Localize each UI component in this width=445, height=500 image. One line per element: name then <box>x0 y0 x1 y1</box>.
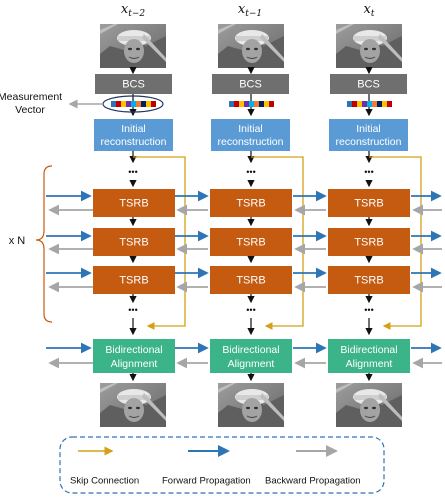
propagation-arrows <box>46 190 442 369</box>
tsrb-block: TSRB <box>93 266 175 294</box>
output-frame-2 <box>217 382 285 428</box>
vertical-flow <box>129 67 373 382</box>
output-frame-1 <box>99 382 167 428</box>
ellipsis-bottom-2: ••• <box>246 305 255 315</box>
svg-text:Alignment: Alignment <box>346 358 393 370</box>
svg-text:reconstruction: reconstruction <box>336 136 402 148</box>
legend-backward-label: Backward Propagation <box>265 476 361 487</box>
output-frame-3 <box>335 382 403 428</box>
svg-text:TSRB: TSRB <box>119 274 148 286</box>
repeat-label: x N <box>9 235 26 247</box>
bcs-block-3: BCS <box>330 74 407 94</box>
ellipsis-bottom-3: ••• <box>364 305 373 315</box>
svg-text:Initial: Initial <box>356 123 381 135</box>
svg-text:Alignment: Alignment <box>111 358 158 370</box>
tsrb-block: TSRB <box>328 228 410 256</box>
tsrb-block: TSRB <box>328 266 410 294</box>
tsrb-block: TSRB <box>93 228 175 256</box>
column-title-t-minus-1: xt−1 <box>238 2 262 19</box>
bcs-label: BCS <box>122 78 145 90</box>
measurement-vector-1 <box>111 101 156 107</box>
alignment-block-2: Bidirectional Alignment <box>210 339 292 373</box>
svg-text:TSRB: TSRB <box>236 236 265 248</box>
alignment-block-3: Bidirectional Alignment <box>328 339 410 373</box>
svg-text:Initial: Initial <box>121 123 146 135</box>
svg-text:TSRB: TSRB <box>354 197 383 209</box>
ellipsis-bottom-1: ••• <box>128 305 137 315</box>
bcs-block-1: BCS <box>95 74 172 94</box>
column-title-t: xt <box>364 2 375 19</box>
input-frame-1 <box>99 23 167 69</box>
ellipsis-top-3: ••• <box>364 167 373 177</box>
tsrb-block: TSRB <box>93 189 175 217</box>
svg-text:TSRB: TSRB <box>354 274 383 286</box>
ellipsis-top-1: ••• <box>128 167 137 177</box>
repeat-bracket <box>35 165 53 323</box>
svg-text:TSRB: TSRB <box>236 274 265 286</box>
initial-reconstruction-block-1: Initial reconstruction <box>94 119 173 151</box>
svg-text:TSRB: TSRB <box>119 197 148 209</box>
tsrb-block: TSRB <box>210 266 292 294</box>
measurement-vector-3 <box>347 101 392 107</box>
skip-connections <box>133 156 422 330</box>
legend-skip-label: Skip Connection <box>70 476 139 487</box>
svg-text:Bidirectional: Bidirectional <box>105 344 162 356</box>
measurement-label-line2: Vector <box>15 104 45 116</box>
svg-text:Bidirectional: Bidirectional <box>340 344 397 356</box>
initial-reconstruction-block-2: Initial reconstruction <box>211 119 290 151</box>
svg-text:reconstruction: reconstruction <box>101 136 167 148</box>
svg-text:Initial: Initial <box>238 123 263 135</box>
measurement-vector-2 <box>229 101 274 107</box>
bcs-block-2: BCS <box>212 74 289 94</box>
bcs-label: BCS <box>239 78 262 90</box>
tsrb-block: TSRB <box>328 189 410 217</box>
svg-text:Bidirectional: Bidirectional <box>222 344 279 356</box>
svg-text:TSRB: TSRB <box>236 197 265 209</box>
input-frame-3 <box>335 23 403 69</box>
svg-text:reconstruction: reconstruction <box>218 136 284 148</box>
initial-reconstruction-block-3: Initial reconstruction <box>329 119 408 151</box>
bcs-label: BCS <box>357 78 380 90</box>
measurement-label-line1: Measurement <box>0 91 62 103</box>
tsrb-block: TSRB <box>210 228 292 256</box>
tsrb-block: TSRB <box>210 189 292 217</box>
svg-text:TSRB: TSRB <box>354 236 383 248</box>
alignment-block-1: Bidirectional Alignment <box>93 339 175 373</box>
legend-border <box>59 436 385 494</box>
svg-text:Alignment: Alignment <box>228 358 275 370</box>
ellipsis-top-2: ••• <box>246 167 255 177</box>
legend: Skip Connection Forward Propagation Back… <box>59 436 385 494</box>
legend-forward-label: Forward Propagation <box>162 476 251 487</box>
column-title-t-minus-2: xt−2 <box>121 2 146 19</box>
svg-text:TSRB: TSRB <box>119 236 148 248</box>
input-frame-2 <box>217 23 285 69</box>
